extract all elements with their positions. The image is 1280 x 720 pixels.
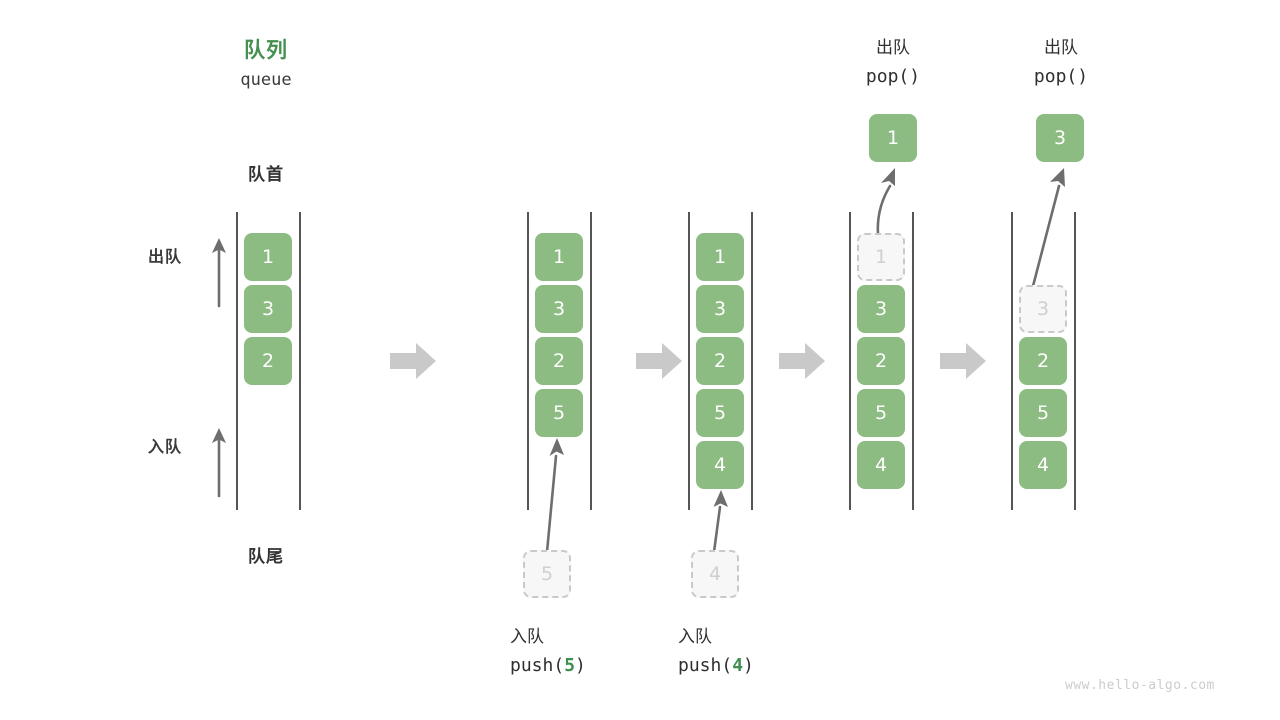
queue-cell: 5	[1019, 389, 1067, 437]
pop-3-code-suffix: )	[1077, 66, 1089, 87]
pop-3-remove-arrow-icon	[1030, 168, 1065, 292]
queue-cell-ghost: 3	[1019, 285, 1067, 333]
queue-cell: 2	[535, 337, 583, 385]
queue-cell: 3	[244, 285, 292, 333]
step-arrow-2-icon	[636, 343, 682, 379]
push-4-code-prefix: push(	[678, 655, 733, 676]
queue-cell: 5	[857, 389, 905, 437]
diagram-title-cn: 队列	[244, 38, 288, 62]
queue-cell-ghost: 1	[857, 233, 905, 281]
queue-cell: 4	[857, 441, 905, 489]
queue-rail-left	[527, 212, 529, 510]
enqueue-side-label: 入队	[148, 437, 183, 456]
dequeue-side-label: 出队	[148, 247, 183, 266]
enqueue-direction-arrow-icon	[212, 428, 226, 498]
queue-cell: 3	[535, 285, 583, 333]
pop-3-code-prefix: pop(	[1033, 66, 1078, 87]
popped-cell: 3	[1036, 114, 1084, 162]
step-arrow-4-icon	[940, 343, 986, 379]
queue-rail-right	[912, 212, 914, 510]
step-arrow-3-icon	[779, 343, 825, 379]
push-5-caption-code: push(5)	[487, 655, 650, 676]
queue-cell-ghost: 4	[691, 550, 739, 598]
push-4-caption-cn: 入队	[678, 627, 712, 647]
queue-cell: 4	[696, 441, 744, 489]
push-5-caption-cn: 入队	[510, 627, 544, 647]
pop-1-code-suffix: )	[909, 66, 921, 87]
queue-rail-right	[590, 212, 592, 510]
push-5-code-suffix: )	[575, 655, 586, 676]
push-5-insert-arrow-icon	[545, 438, 564, 554]
queue-cell: 3	[857, 285, 905, 333]
queue-cell: 1	[244, 233, 292, 281]
queue-cell: 1	[535, 233, 583, 281]
queue-rail-left	[849, 212, 851, 510]
queue-rail-right	[299, 212, 301, 510]
queue-cell: 5	[535, 389, 583, 437]
watermark: www.hello-algo.com	[1065, 678, 1215, 693]
queue-rail-left	[1011, 212, 1013, 510]
push-4-code-value: 4	[732, 655, 744, 676]
queue-rail-left	[688, 212, 690, 510]
dequeue-direction-arrow-icon	[212, 238, 226, 308]
queue-cell: 2	[244, 337, 292, 385]
queue-rail-right	[1074, 212, 1076, 510]
queue-cell: 5	[696, 389, 744, 437]
queue-cell-ghost: 5	[523, 550, 571, 598]
pop-1-caption-cn: 出队	[876, 38, 910, 58]
queue-rail-right	[751, 212, 753, 510]
pop-1-code-prefix: pop(	[865, 66, 910, 87]
queue-rail-left	[236, 212, 238, 510]
push-5-code-prefix: push(	[510, 655, 565, 676]
pop-1-caption-code: pop()	[833, 66, 953, 87]
queue-cell: 4	[1019, 441, 1067, 489]
queue-cell: 2	[1019, 337, 1067, 385]
queue-front-label: 队首	[248, 165, 284, 185]
queue-cell: 3	[696, 285, 744, 333]
push-5-code-value: 5	[564, 655, 576, 676]
popped-cell: 1	[869, 114, 917, 162]
push-4-insert-arrow-icon	[712, 490, 728, 554]
queue-cell: 1	[696, 233, 744, 281]
pop-3-caption-code: pop()	[1001, 66, 1121, 87]
queue-rear-label: 队尾	[248, 547, 284, 567]
pop-3-caption-cn: 出队	[1044, 38, 1078, 58]
queue-cell: 2	[696, 337, 744, 385]
queue-cell: 2	[857, 337, 905, 385]
step-arrow-1-icon	[390, 343, 436, 379]
push-4-caption-code: push(4)	[655, 655, 818, 676]
push-4-code-suffix: )	[743, 655, 754, 676]
diagram-title-en: queue	[240, 70, 292, 90]
